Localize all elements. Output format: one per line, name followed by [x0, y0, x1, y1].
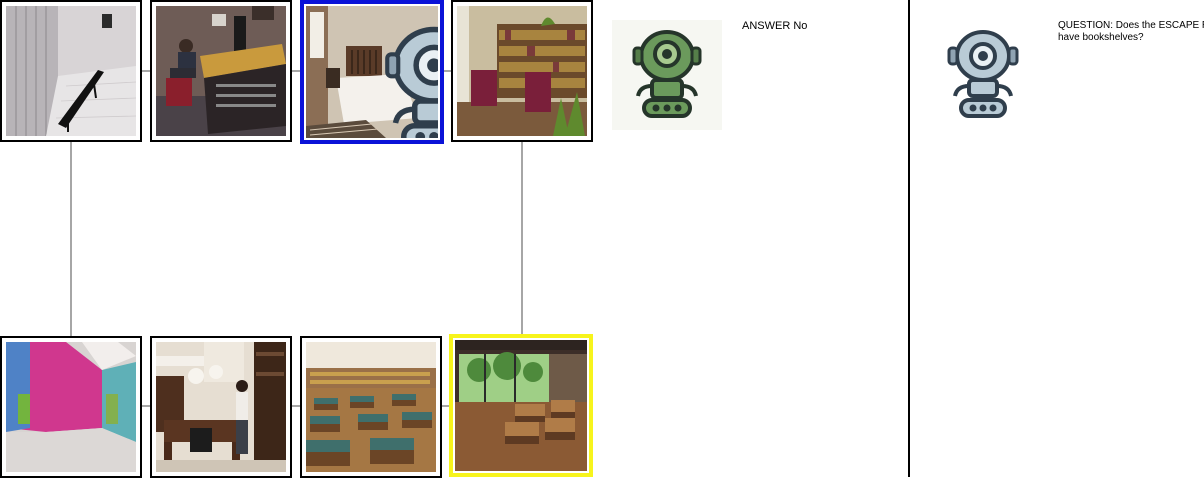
node-classroom[interactable] [300, 336, 442, 478]
node-studio[interactable] [150, 0, 292, 142]
question-text: QUESTION: Does the ESCAPE ROOM have book… [1058, 20, 1204, 43]
bedroom-image [306, 6, 438, 138]
locker-room-image [6, 6, 136, 136]
answer-panel: ANSWER No [600, 0, 908, 477]
studio-image [156, 6, 286, 136]
classroom-image [306, 342, 436, 472]
answer-robot-card [612, 20, 722, 130]
node-bedroom[interactable] [300, 0, 444, 144]
node-study-hall[interactable] [449, 334, 593, 477]
node-locker-room[interactable] [0, 0, 142, 142]
graph-edges [70, 70, 523, 407]
answer-robot-icon [632, 30, 702, 118]
question-panel: QUESTION: Does the ESCAPE ROOM have book… [910, 0, 1204, 477]
home-office-image [156, 342, 286, 472]
node-library-lounge[interactable] [451, 0, 593, 142]
study-hall-image [455, 340, 587, 471]
scene-graph [0, 0, 600, 478]
question-robot-icon [947, 30, 1019, 118]
node-attic[interactable] [0, 336, 142, 478]
attic-image [6, 342, 136, 472]
panel-divider [908, 0, 910, 477]
answer-text: ANSWER No [742, 20, 808, 32]
agent-robot-icon [385, 26, 438, 138]
library-lounge-image [457, 6, 587, 136]
node-home-office[interactable] [150, 336, 292, 478]
